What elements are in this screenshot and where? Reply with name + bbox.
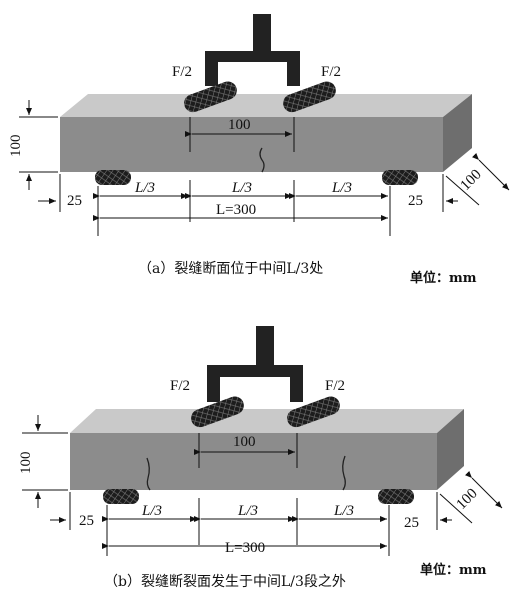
caption-a: （a）裂缝断面位于中间L/3处 [138,261,323,277]
dimension-a-span-label: L=300 [216,202,256,218]
overhang-a-left-label: 25 [67,193,82,209]
load-roller-a-right [283,81,336,113]
dimension-a-third-3-label: L/3 [331,180,352,196]
support-roller-b-right [378,489,414,504]
unit-a: 单位：mm [410,270,477,286]
dimension-a-depth [471,152,510,191]
crack-a [259,147,265,173]
overhang-b-left-label: 25 [79,513,94,529]
beam-a-side-face [443,94,472,172]
support-roller-a-right [382,170,418,185]
support-roller-a-left [95,170,131,185]
figure-a: F/2 F/2 100 100 100 L/3 L/3 L/3 L=300 2 [8,14,510,286]
beam-b-front-face [70,433,437,490]
support-roller-b-left [103,489,139,504]
load-roller-b-left [191,396,244,428]
dimension-a-third-1-label: L/3 [134,180,155,196]
dimension-b-depth-label: 100 [454,486,481,513]
overhang-b-right-label: 25 [404,515,419,531]
loading-frame-b [207,326,303,402]
load-label-a-right: F/2 [321,64,341,80]
dimension-b-load-spacing-label: 100 [233,434,256,450]
dimension-b-third-1-label: L/3 [141,503,162,519]
crack-b-left [146,457,151,491]
dimension-a-third-2-label: L/3 [231,180,252,196]
extension-a-depth-bottom [445,175,480,206]
beam-a [60,94,472,173]
figure-b: F/2 F/2 100 100 100 L/3 L/3 L/3 L=300 25… [18,326,503,590]
beam-b-side-face [437,409,464,490]
dimension-b-third-2-label: L/3 [237,503,258,519]
crack-b-right [342,455,346,491]
unit-b: 单位：mm [420,562,487,578]
dimension-b-third-3-label: L/3 [333,503,354,519]
dimension-b-depth [464,470,503,509]
beam-a-top-face [60,94,472,117]
beam-b-top-face [70,409,464,433]
loading-frame-a [205,14,300,86]
overhang-a-right-label: 25 [408,193,423,209]
load-roller-a-left [184,81,237,113]
beam-b [70,409,464,491]
load-label-b-left: F/2 [170,378,190,394]
beam-a-front-face [60,117,443,172]
dimension-a-height-label: 100 [8,135,24,158]
dimension-b-span-label: L=300 [225,540,265,556]
load-label-b-right: F/2 [325,378,345,394]
dimension-a-load-spacing-label: 100 [228,117,251,133]
load-label-a-left: F/2 [172,64,192,80]
caption-b: （b）裂缝断裂面发生于中间L/3段之外 [104,574,346,590]
load-roller-b-right [287,396,340,428]
dimension-b-height-label: 100 [18,452,34,475]
extension-b-depth-bottom [439,493,473,524]
